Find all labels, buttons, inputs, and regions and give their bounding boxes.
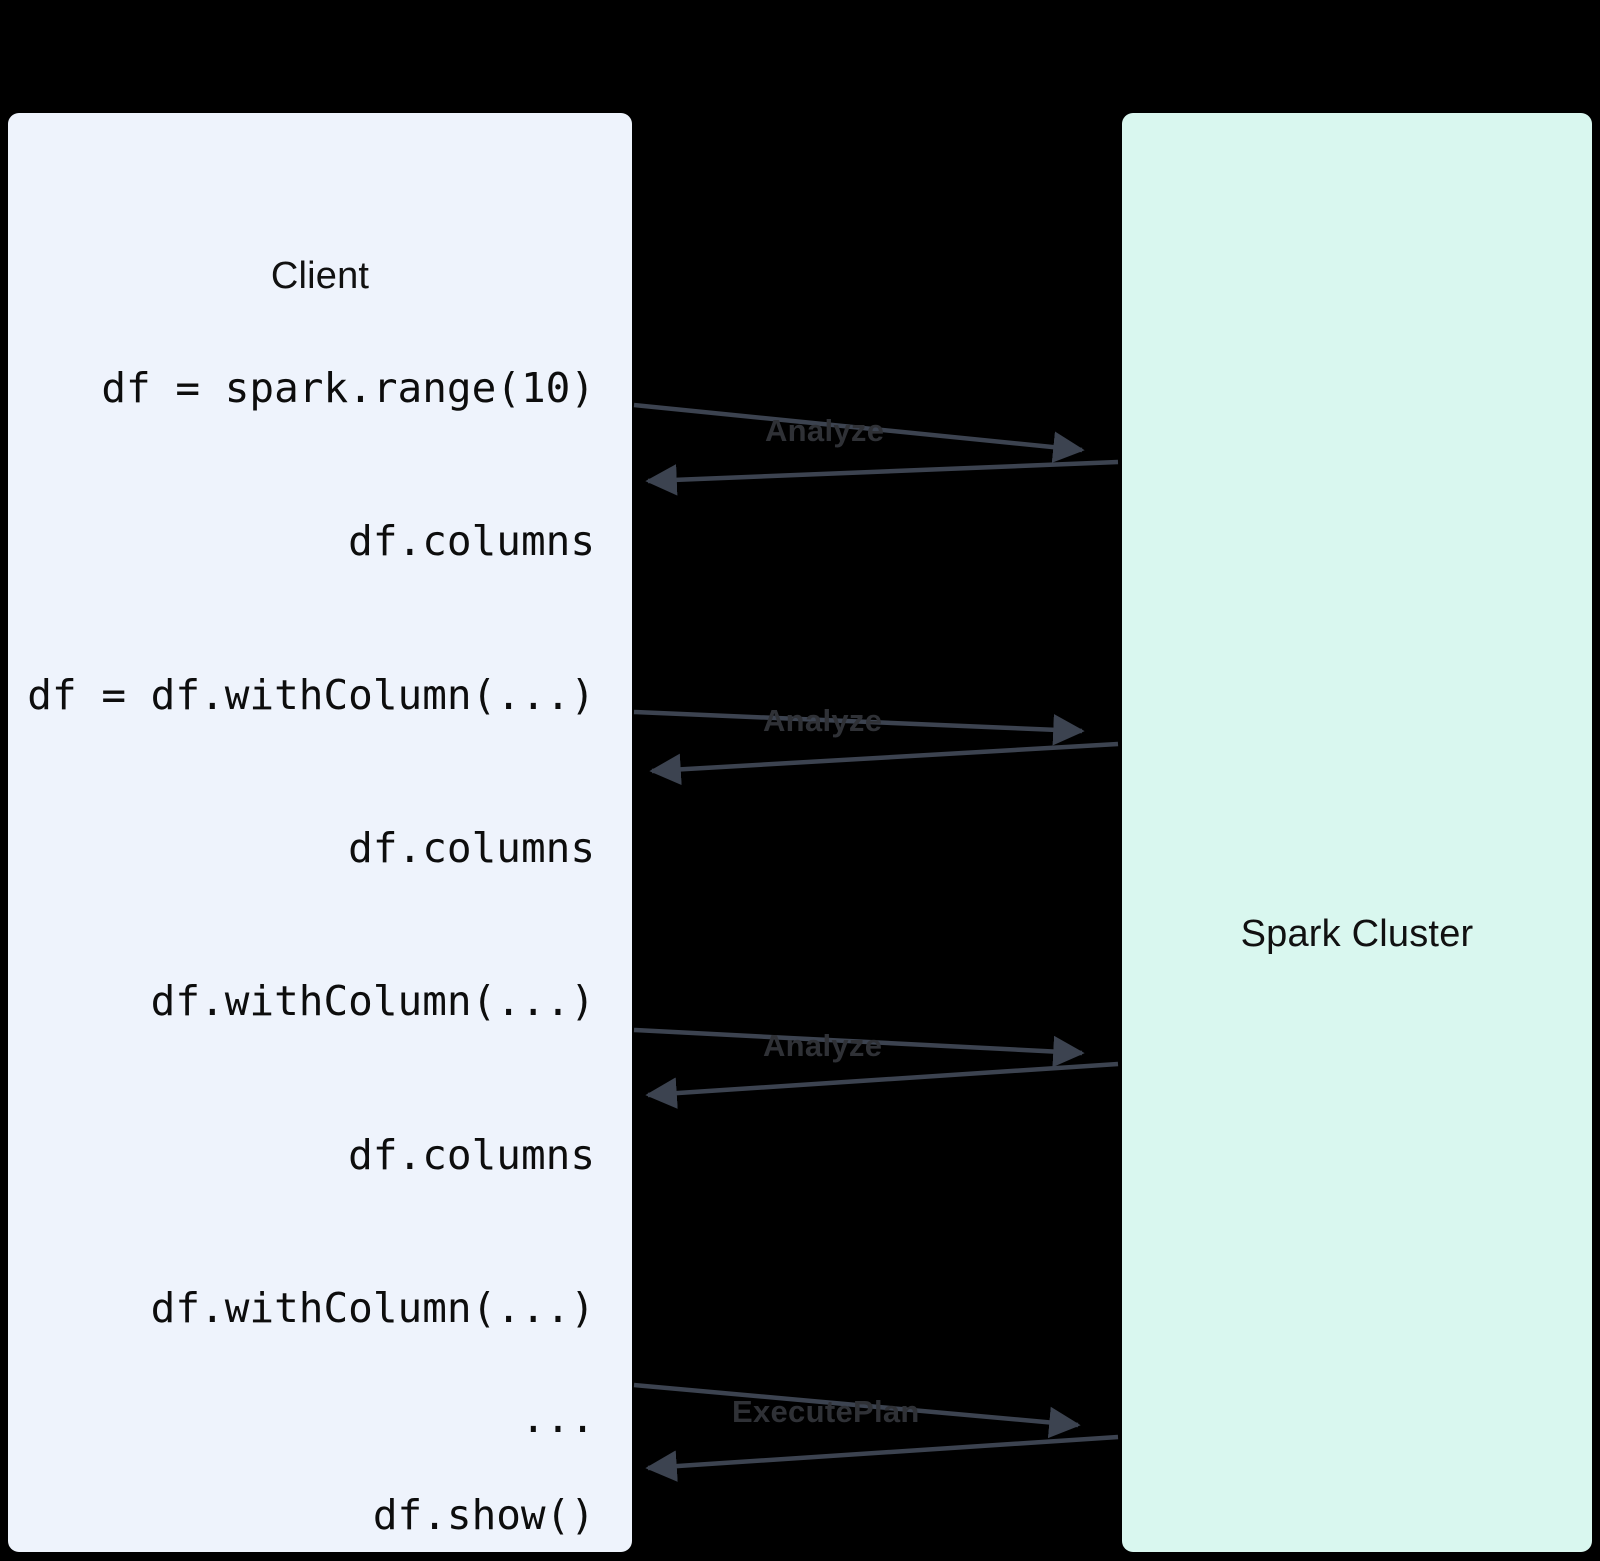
message-label-2: Analyze <box>763 1028 883 1063</box>
participant-box-spark-cluster: Spark Cluster <box>1122 113 1592 1552</box>
message-arrow-0-response <box>645 459 1119 496</box>
message-label-0: Analyze <box>765 413 885 448</box>
code-line-0: df = spark.range(10) <box>101 364 595 412</box>
message-arrow-2-response <box>645 1061 1119 1109</box>
code-line-2: df = df.withColumn(...) <box>27 671 595 719</box>
participant-label-spark-cluster: Spark Cluster <box>1240 913 1474 955</box>
participant-label-client: Client <box>270 255 370 297</box>
code-line-1: df.columns <box>348 517 595 565</box>
message-label-3: ExecutePlan <box>732 1394 920 1429</box>
message-arrow-3-response <box>645 1434 1119 1482</box>
participant-box-client: Client df = spark.range(10) df.columns d… <box>8 113 632 1552</box>
message-label-1: Analyze <box>763 703 883 738</box>
code-line-6: df.withColumn(...) <box>150 1284 595 1332</box>
code-line-5: df.columns <box>348 1131 595 1179</box>
code-line-8: df.show() <box>372 1491 595 1539</box>
code-line-4: df.withColumn(...) <box>150 977 595 1025</box>
code-line-3: df.columns <box>348 824 595 872</box>
message-arrow-1-response <box>649 741 1119 786</box>
code-line-7: ... <box>520 1394 595 1442</box>
